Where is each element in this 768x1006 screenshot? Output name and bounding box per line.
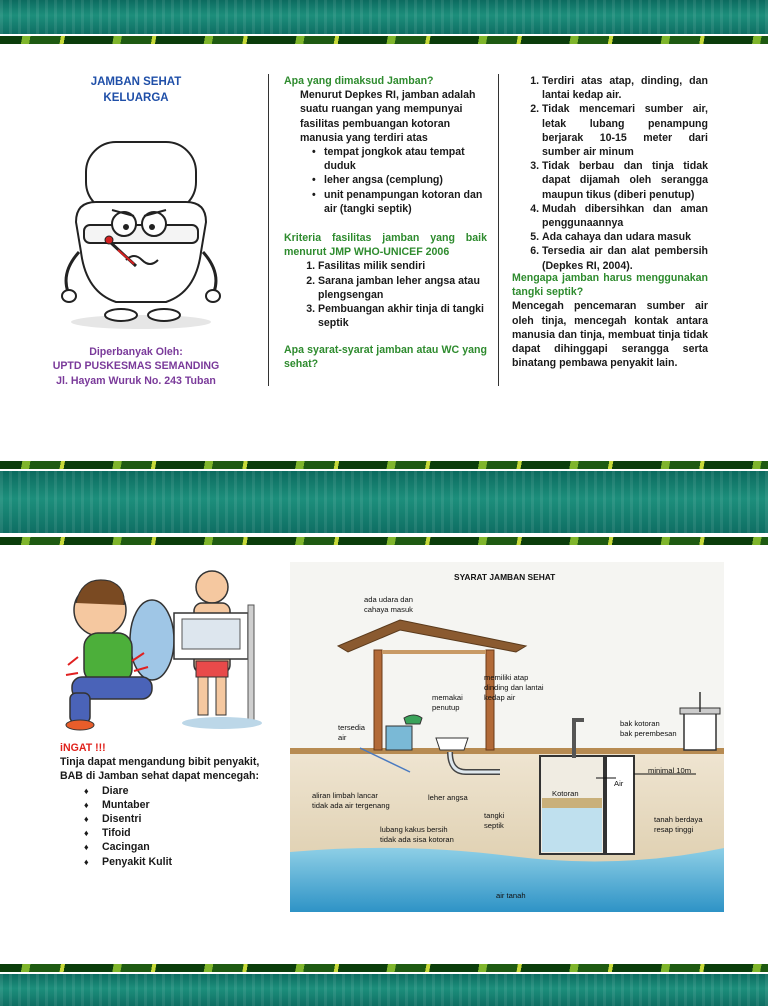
label-air-light-2: cahaya masuk [364, 605, 413, 614]
label-groundwater: air tanah [496, 891, 526, 900]
definition-section: Apa yang dimaksud Jamban? Menurut Depkes… [284, 74, 487, 216]
label-septic-1: tangki [484, 811, 505, 820]
label-roof-1: memiliki atap [484, 673, 528, 682]
disease-list: Diare Muntaber Disentri Tifoid Cacingan … [60, 784, 265, 869]
list-item: Cacingan [84, 840, 265, 854]
label-air-arrow: Air [614, 779, 624, 788]
sick-people-illustration [65, 570, 262, 731]
label-cover-1: memakai [432, 693, 463, 702]
list-item: Ada cahaya dan udara masuk [542, 230, 708, 244]
label-soil-1: tanah berdaya [654, 815, 703, 824]
middle-stripe-top [0, 461, 768, 469]
label-water-2: air [338, 733, 347, 742]
middle-stripe-bottom [0, 537, 768, 545]
list-item: Disentri [84, 812, 265, 826]
top-band [0, 0, 768, 34]
definition-body: Menurut Depkes RI, jamban adalah suatu r… [300, 89, 476, 144]
cover-panel: JAMBAN SEHAT KELUARGA [20, 74, 252, 106]
publisher-name: UPTD PUSKESMAS SEMANDING [52, 360, 220, 373]
definition-list: tempat jongkok atau tempat duduk leher a… [284, 145, 487, 216]
septic-body: Mencegah pencemaran sumber air oleh tinj… [512, 300, 708, 370]
toilet-mascot-illustration [61, 141, 221, 329]
brochure-title: JAMBAN SEHAT KELUARGA [90, 76, 182, 104]
label-kotoran: Kotoran [552, 789, 579, 798]
label-water-1: tersedia [338, 723, 366, 732]
list-item: tempat jongkok atau tempat duduk [312, 145, 487, 173]
list-item: Mudah dibersihkan dan aman penggunaannya [542, 202, 708, 230]
top-stripe [0, 36, 768, 44]
label-soil-2: resap tinggi [654, 825, 694, 834]
label-flow-2: tidak ada air tergenang [312, 801, 390, 810]
septic-section: Mengapa jamban harus menggunakan tangki … [512, 271, 708, 370]
definition-heading: Apa yang dimaksud Jamban? [284, 75, 434, 87]
criteria-section: Kriteria fasilitas jamban yang baik menu… [284, 231, 487, 330]
list-item: Terdiri atas atap, dinding, dan lantai k… [542, 74, 708, 102]
diagram-title: SYARAT JAMBAN SEHAT [454, 572, 556, 582]
label-clean-2: tidak ada sisa kotoran [380, 835, 454, 844]
column-divider-2 [498, 74, 499, 386]
list-item: Diare [84, 784, 265, 798]
list-item: Tersedia air dan alat pembersih (Depkes … [542, 244, 708, 272]
warning-body: Tinja dapat mengandung bibit penyakit, B… [60, 756, 260, 783]
label-cover-2: penutup [432, 703, 459, 712]
list-item: unit penampungan kotoran dan air (tangki… [312, 188, 487, 216]
list-item: Tifoid [84, 826, 265, 840]
criteria-heading: Kriteria fasilitas jamban yang baik menu… [284, 232, 487, 259]
list-item: leher angsa (cemplung) [312, 173, 487, 187]
label-gooseneck: leher angsa [428, 793, 468, 802]
septic-heading: Mengapa jamban harus menggunakan tangki … [512, 272, 708, 299]
label-min-dist: minimal 10m [648, 766, 691, 775]
list-item: Penyakit Kulit [84, 855, 265, 869]
warning-heading: iNGAT !!! [60, 742, 106, 754]
bottom-band [0, 974, 768, 1006]
label-clean-1: lubang kakus bersih [380, 825, 448, 834]
list-item: Tidak mencemari sumber air, letak lubang… [542, 102, 708, 159]
list-item: Tidak berbau dan tinja tidak dapat dijam… [542, 159, 708, 202]
publisher-label: Diperbanyak Oleh: [89, 346, 183, 358]
healthy-latrine-diagram: SYARAT JAMBAN SEHAT ada udara dan cahaya… [290, 562, 724, 912]
publisher-address: Jl. Hayam Wuruk No. 243 Tuban [56, 374, 216, 387]
warning-section: iNGAT !!! Tinja dapat mengandung bibit p… [60, 741, 265, 869]
requirements-list: Terdiri atas atap, dinding, dan lantai k… [512, 74, 708, 273]
bottom-stripe [0, 964, 768, 972]
publisher-block: Diperbanyak Oleh: UPTD PUSKESMAS SEMANDI… [20, 345, 252, 388]
requirements-heading: Apa syarat-syarat jamban atau WC yang se… [284, 344, 487, 371]
label-septic-2: septik [484, 821, 504, 830]
list-item: Sarana jamban leher angsa atau plengseng… [318, 274, 487, 302]
list-item: Pembuangan akhir tinja di tangki septik [318, 302, 487, 330]
label-tank-absorb: bak perembesan [620, 729, 677, 738]
column-divider-1 [268, 74, 269, 386]
requirements-section: Terdiri atas atap, dinding, dan lantai k… [512, 74, 708, 273]
label-roof-2: dinding dan lantai [484, 683, 544, 692]
list-item: Fasilitas milik sendiri [318, 259, 487, 273]
list-item: Muntaber [84, 798, 265, 812]
middle-band [0, 471, 768, 533]
label-roof-3: kedap air [484, 693, 516, 702]
label-tank-out: bak kotoran [620, 719, 660, 728]
label-flow-1: aliran limbah lancar [312, 791, 378, 800]
label-air-light-1: ada udara dan [364, 595, 413, 604]
criteria-list: Fasilitas milik sendiri Sarana jamban le… [284, 259, 487, 330]
